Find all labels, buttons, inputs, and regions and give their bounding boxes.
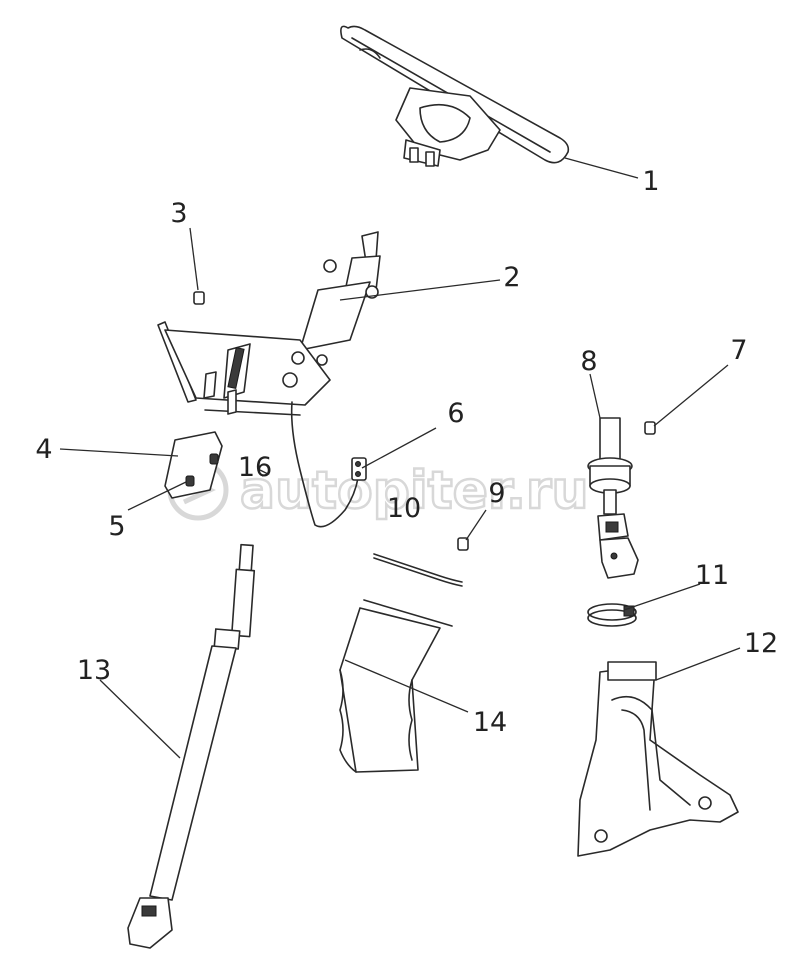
part-bolt-3 (193, 291, 205, 305)
part-cover-plate (164, 431, 223, 499)
callout-10: 10 (387, 493, 421, 524)
part-hose-clamp (587, 603, 637, 627)
leader-line-3 (189, 227, 199, 291)
leader-line-16 (259, 469, 270, 477)
leader-line-2 (339, 279, 501, 301)
callout-8: 8 (580, 346, 597, 377)
leader-line-1 (564, 157, 639, 179)
callout-9: 9 (488, 478, 505, 509)
part-seal-strip (373, 553, 463, 587)
part-screw-16 (209, 453, 219, 465)
callout-16: 16 (238, 452, 272, 483)
leader-line-14 (344, 659, 469, 713)
watermark: autopiter.ru (167, 459, 590, 522)
callout-14: 14 (473, 707, 507, 738)
watermark-text: autopiter.ru (240, 461, 589, 521)
leader-line-7 (653, 364, 729, 427)
callout-6: 6 (447, 398, 464, 429)
callout-labels: 1 2 3 4 5 6 7 8 9 10 11 12 13 14 16 (35, 166, 778, 738)
part-boot (339, 599, 453, 773)
callout-5: 5 (108, 511, 125, 542)
leader-line-9 (465, 509, 487, 541)
leader-line-8 (589, 373, 601, 419)
leader-lines (59, 157, 741, 759)
callout-7: 7 (730, 335, 747, 366)
callout-1: 1 (642, 166, 659, 197)
part-support-bracket (577, 661, 739, 857)
callout-13: 13 (77, 655, 111, 686)
callout-3: 3 (170, 198, 187, 229)
callout-11: 11 (695, 560, 729, 591)
part-steering-column-assembly (157, 231, 381, 528)
leader-line-4 (59, 448, 179, 457)
part-screw-5 (185, 475, 195, 487)
leader-line-11 (623, 583, 701, 611)
part-steering-wheel (340, 25, 570, 167)
leader-line-6 (361, 427, 437, 469)
leader-line-5 (127, 481, 187, 511)
part-lower-shaft (127, 543, 256, 949)
part-bolt-9 (457, 537, 469, 551)
callout-12: 12 (744, 628, 778, 659)
leader-line-12 (655, 647, 741, 681)
callout-4: 4 (35, 434, 52, 465)
part-clamp-6 (351, 457, 367, 481)
leader-line-13 (99, 679, 181, 759)
part-intermediate-shaft (587, 417, 639, 579)
callout-2: 2 (503, 262, 520, 293)
part-bolt-7 (644, 421, 656, 435)
